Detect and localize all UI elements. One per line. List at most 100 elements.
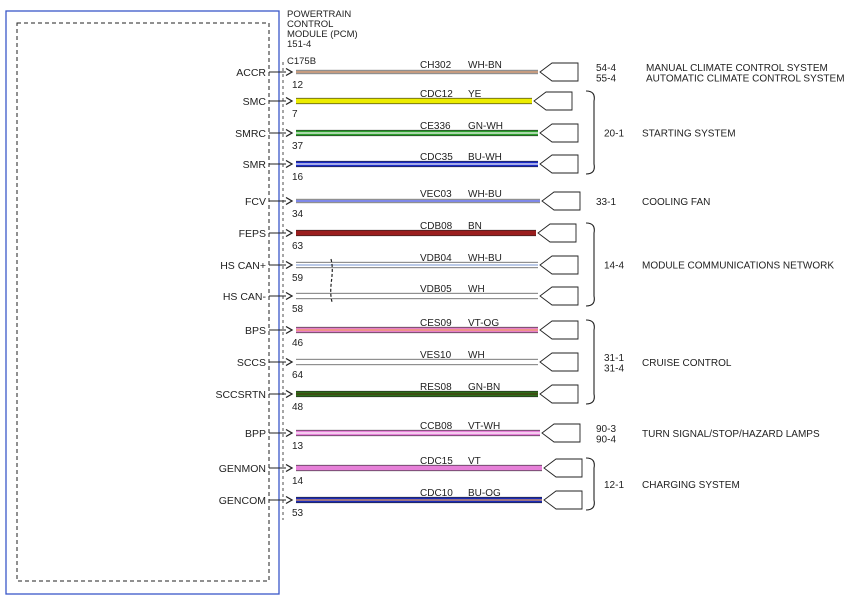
wire-stripe	[296, 163, 538, 165]
system-label: MANUAL CLIMATE CONTROL SYSTEM	[646, 63, 828, 74]
terminal-arrow-icon	[285, 428, 294, 438]
system-group: 54-455-4 MANUAL CLIMATE CONTROL SYSTEMAUT…	[596, 63, 845, 85]
system-label: AUTOMATIC CLIMATE CONTROL SYSTEM	[646, 73, 845, 84]
systems: 54-455-4 MANUAL CLIMATE CONTROL SYSTEMAUT…	[585, 63, 845, 511]
system-label: STARTING SYSTEM	[642, 129, 736, 140]
system-ref: 14-4	[604, 261, 624, 272]
module-outline	[5, 10, 280, 595]
system-ref: 90-4	[596, 434, 616, 445]
module-ref: 151-4	[287, 39, 311, 50]
circuit-id: VDB04	[420, 253, 452, 264]
pin-number: 59	[292, 273, 304, 284]
pin-label-feps: FEPS	[239, 228, 266, 240]
terminal-arrow-icon	[285, 260, 294, 270]
wire-color-code: BN	[468, 221, 482, 232]
circuit-id: CES09	[420, 318, 452, 329]
terminal-arrow-icon	[285, 325, 294, 335]
pin-label-smc: SMC	[243, 96, 267, 108]
system-ref: 20-1	[604, 129, 624, 140]
system-ref: 33-1	[596, 197, 616, 208]
wire-color-code: GN-WH	[468, 121, 503, 132]
pin-number: 34	[292, 209, 304, 220]
connector-plug-icon	[539, 255, 579, 275]
wire-vdb05	[296, 293, 538, 299]
system-ref: 55-4	[596, 73, 616, 84]
pin-label-hs-can-: HS CAN-	[223, 291, 267, 303]
system-group: 14-4 MODULE COMMUNICATIONS NETWORK	[585, 222, 834, 307]
pin-number: 14	[292, 476, 304, 487]
connector-plug-icon	[541, 191, 581, 211]
wire-color-code: YE	[468, 89, 482, 100]
system-bracket	[585, 457, 595, 511]
connector-plug-icon	[539, 154, 579, 174]
pin-number: 63	[292, 241, 304, 252]
wire-stripe	[296, 200, 540, 202]
pin-number: 53	[292, 508, 304, 519]
pin-number: 48	[292, 402, 304, 413]
wire-stripe	[296, 71, 538, 73]
system-ref: 31-1	[604, 353, 624, 364]
wire-stripe	[296, 432, 540, 434]
connector-plug-icon	[539, 286, 579, 306]
pin-label-fcv: FCV	[245, 196, 266, 208]
terminal-arrow-icon	[285, 159, 294, 169]
wire-color-code: BU-OG	[468, 488, 501, 499]
connector-plug-icon	[543, 490, 583, 510]
wire-stripe	[296, 499, 542, 501]
pin-label-sccsrtn: SCCSRTN	[215, 389, 266, 401]
system-ref: 54-4	[596, 63, 616, 74]
connector-plug-icon	[539, 384, 579, 404]
system-bracket	[585, 222, 595, 307]
module-title-line-1: POWERTRAIN	[287, 9, 351, 20]
system-bracket	[585, 319, 595, 405]
system-label: MODULE COMMUNICATIONS NETWORK	[642, 261, 834, 272]
wire-color-code: WH	[468, 350, 485, 361]
circuit-row: HS CAN- 58 VDB05 WH	[223, 284, 579, 315]
wire-color-code: WH-BN	[468, 60, 502, 71]
pin-number: 58	[292, 304, 304, 315]
system-ref: 90-3	[596, 424, 616, 435]
pin-number: 13	[292, 441, 304, 452]
circuit-id: VES10	[420, 350, 452, 361]
wire-ves10	[296, 359, 538, 365]
pin-label-genmon: GENMON	[219, 463, 266, 475]
terminal-arrow-icon	[285, 196, 294, 206]
circuit-id: CCB08	[420, 421, 453, 432]
terminal-arrow-icon	[285, 463, 294, 473]
circuit-id: VEC03	[420, 189, 452, 200]
terminal-arrow-icon	[285, 67, 294, 77]
terminal-arrow-icon	[285, 228, 294, 238]
pin-number: 64	[292, 370, 304, 381]
connector-plug-icon	[539, 320, 579, 340]
circuit-id: CDC15	[420, 456, 453, 467]
wire-color-code: GN-BN	[468, 382, 500, 393]
circuit-id: VDB05	[420, 284, 452, 295]
pin-number: 46	[292, 338, 304, 349]
system-bracket	[585, 90, 595, 175]
wire-color-code: WH-BU	[468, 253, 502, 264]
wire-color-code: VT-OG	[468, 318, 499, 329]
circuit-id: CDB08	[420, 221, 453, 232]
system-group: 20-1 STARTING SYSTEM	[585, 90, 736, 175]
module-title-line-2: CONTROL	[287, 19, 333, 30]
connector-plug-icon	[541, 423, 581, 443]
wire-stripe	[296, 329, 538, 331]
module-inner-dashed	[16, 22, 270, 582]
pin-number: 37	[292, 141, 304, 152]
circuit-id: CDC12	[420, 89, 453, 100]
connector-plug-icon	[537, 223, 577, 243]
pin-label-hs-can-: HS CAN+	[220, 260, 266, 272]
wire-color-code: WH	[468, 284, 485, 295]
pin-label-accr: ACCR	[236, 67, 266, 79]
